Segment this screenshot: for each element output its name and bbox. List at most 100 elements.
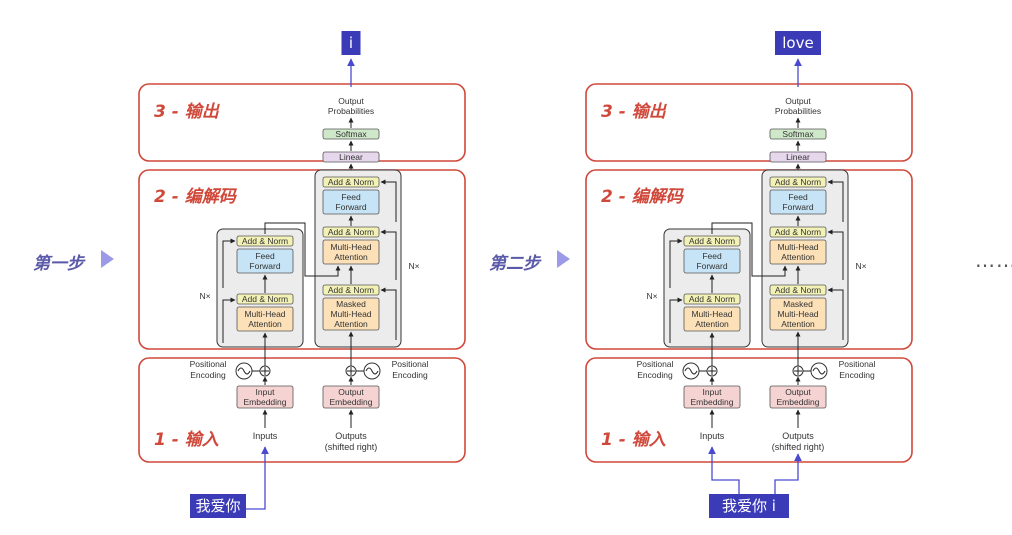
decoder-residual-bottom	[380, 287, 397, 340]
encoder-add-norm-bottom-label: Add & Norm	[689, 294, 735, 304]
decoder-add-norm-mid-label: Add & Norm	[775, 227, 821, 237]
output-token: love	[782, 34, 813, 52]
outputs-label: (shifted right)	[772, 442, 825, 452]
section-input-label: 1 - 输入	[601, 430, 666, 450]
decoder-masked-attention-label: Multi-Head	[330, 309, 371, 319]
encoder-attention-label: Attention	[248, 319, 282, 329]
output-embedding-label: Embedding	[329, 397, 372, 407]
encoder-add-norm-bottom	[683, 293, 741, 305]
encoder-positional-encoding-label: Encoding	[190, 370, 226, 380]
encoder-add-norm-top-label: Add & Norm	[242, 236, 288, 246]
decoder-residual-mid	[827, 229, 844, 280]
section-output-label: 3 - 输出	[154, 102, 221, 122]
input-token-box-2	[709, 494, 789, 518]
input-line-2-right	[774, 453, 802, 494]
step-label-1: 第一步	[33, 254, 84, 274]
encoder-add-norm-bottom-label: Add & Norm	[242, 294, 288, 304]
decoder-masked-attention	[769, 297, 827, 331]
input-token-1: 我爱你	[195, 497, 240, 515]
decoder-positional-encoding-label: Encoding	[392, 370, 428, 380]
input-section	[585, 357, 913, 463]
decoder-cross-attention	[322, 239, 380, 265]
decoder-feed-forward	[769, 189, 827, 215]
decoder-positional-encoding-label: Positional	[839, 359, 876, 369]
softmax-label: Softmax	[782, 129, 814, 139]
decoder-wave-path	[812, 367, 826, 375]
decoder-masked-attention-label: Multi-Head	[777, 309, 818, 319]
output-probabilities-label: Probabilities	[775, 106, 821, 116]
encoder-attention-label: Multi-Head	[691, 309, 732, 319]
decoder-positional-encoding-label: Encoding	[839, 370, 875, 380]
outputs-label: Outputs	[335, 431, 367, 441]
softmax-label: Softmax	[335, 129, 367, 139]
encoder-to-decoder-link	[264, 222, 341, 277]
decoder-positional-encoding-label: Positional	[392, 359, 429, 369]
section-output-label: 3 - 输出	[601, 102, 668, 122]
input-embedding-label: Input	[256, 387, 276, 397]
encoder-nx: N×	[646, 291, 657, 301]
output-section	[585, 83, 913, 162]
encoder-add-norm-top-label: Add & Norm	[689, 236, 735, 246]
decoder-add-norm-top	[322, 176, 380, 188]
encoder-feed-forward-label: Forward	[696, 261, 727, 271]
decoder-cross-attention-label: Attention	[781, 252, 815, 262]
decoder-add-norm-top-label: Add & Norm	[328, 177, 374, 187]
output-section	[138, 83, 466, 162]
decoder-cross-attention-label: Multi-Head	[777, 242, 818, 252]
output-probabilities-label: Probabilities	[328, 106, 374, 116]
encoder-feed-forward	[683, 248, 741, 274]
decoder-masked-attention-label: Masked	[336, 299, 366, 309]
decoder-masked-attention	[322, 297, 380, 331]
input-embedding-label: Embedding	[690, 397, 733, 407]
codec-section	[138, 169, 466, 350]
decoder-masked-attention-label: Attention	[334, 319, 368, 329]
encoder-positional-encoding-label: Positional	[637, 359, 674, 369]
step-label-2: 第二步	[489, 254, 540, 274]
encoder-attention	[236, 306, 294, 332]
decoder-residual-top	[827, 179, 844, 222]
decoder-cross-attention-label: Multi-Head	[330, 242, 371, 252]
input-embedding-label: Embedding	[243, 397, 286, 407]
encoder-positional-encoding-label: Encoding	[637, 370, 673, 380]
encoder-positional-encoding-label: Positional	[190, 359, 227, 369]
output-embedding-label: Output	[338, 387, 364, 397]
softmax-box	[769, 128, 827, 140]
input-embedding-box	[236, 385, 294, 409]
encoder-feed-forward-label: Feed	[255, 251, 275, 261]
output-token-box	[775, 31, 821, 55]
output-embedding-box	[769, 385, 827, 409]
input-line-1	[246, 446, 269, 510]
encoder-feed-forward	[236, 248, 294, 274]
encoder-nx: N×	[199, 291, 210, 301]
input-token-2: 我爱你 i	[722, 497, 776, 515]
encoder-residual-bottom	[222, 297, 236, 343]
decoder-add-norm-bottom-label: Add & Norm	[775, 285, 821, 295]
output-token-box	[341, 31, 361, 55]
decoder-add-norm-bottom	[769, 284, 827, 296]
encoder-residual-top	[669, 238, 683, 288]
output-embedding-label: Embedding	[776, 397, 819, 407]
encoder-residual-top	[222, 238, 236, 288]
decoder-residual-top	[380, 179, 397, 222]
output-probabilities-label: Output	[785, 96, 811, 106]
ellipsis: ……	[975, 248, 1012, 272]
decoder-add-norm-bottom-label: Add & Norm	[328, 285, 374, 295]
decoder-add-norm-bottom	[322, 284, 380, 296]
decoder-masked-attention-label: Masked	[783, 299, 813, 309]
input-embedding-label: Input	[703, 387, 723, 397]
decoder-add-norm-mid-label: Add & Norm	[328, 227, 374, 237]
decoder-add-norm-top	[769, 176, 827, 188]
section-codec-label: 2 - 编解码	[601, 187, 685, 207]
output-probabilities-label: Output	[338, 96, 364, 106]
encoder-feed-forward-label: Feed	[702, 251, 722, 261]
step-arrow-2	[557, 250, 570, 268]
step-arrow-1	[101, 250, 114, 268]
decoder-feed-forward-label: Feed	[788, 192, 808, 202]
input-token-box-1	[190, 494, 246, 518]
section-input-label: 1 - 输入	[154, 430, 219, 450]
decoder-nx: N×	[408, 261, 419, 271]
decoder-feed-forward-label: Feed	[341, 192, 361, 202]
decoder-feed-forward-label: Forward	[335, 202, 366, 212]
